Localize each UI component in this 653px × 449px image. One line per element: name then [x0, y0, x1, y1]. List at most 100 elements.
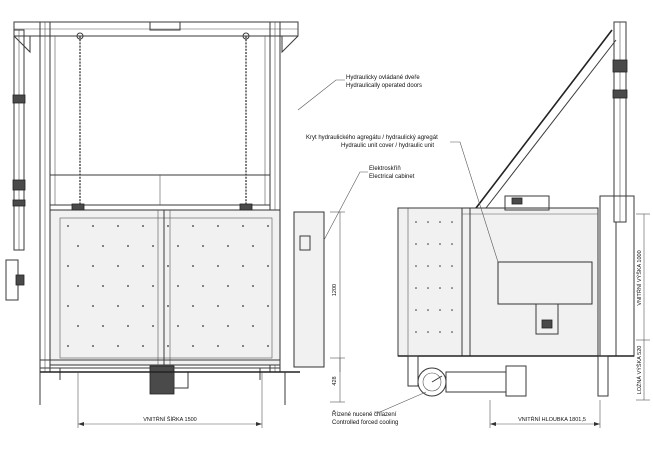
door-lift-arm: [475, 29, 613, 209]
rivet: [252, 325, 254, 327]
hydraulic-unit-cover: [497, 261, 593, 305]
rivet: [252, 285, 254, 287]
callout-doors-cz: Hydraulicky ovládané dveře: [346, 75, 420, 81]
rivet: [451, 265, 453, 267]
rivet: [127, 245, 129, 247]
rivet: [242, 345, 244, 347]
rivet: [167, 345, 169, 347]
rivet: [167, 265, 169, 267]
rivet: [242, 305, 244, 307]
rivet: [177, 285, 179, 287]
rivet: [267, 345, 269, 347]
rivet: [117, 265, 119, 267]
door-rivet-pattern: [67, 225, 269, 347]
rivet: [142, 345, 144, 347]
rivet: [102, 245, 104, 247]
front-view: VNITŘNÍ ŠÍŘKA 1500 1200 428: [5, 21, 345, 428]
rivet: [192, 305, 194, 307]
rivet: [415, 243, 417, 245]
rivet: [227, 245, 229, 247]
rivet: [227, 325, 229, 327]
rivet: [67, 305, 69, 307]
rivet: [439, 331, 441, 333]
rivet: [142, 265, 144, 267]
rivet: [117, 225, 119, 227]
rivet: [439, 287, 441, 289]
rivet: [415, 331, 417, 333]
rivet: [242, 265, 244, 267]
dim-height-1200: 1200: [332, 284, 338, 296]
rivet: [427, 221, 429, 223]
rivet: [439, 265, 441, 267]
rivet: [192, 265, 194, 267]
callout-cooling-en: Controlled forced cooling: [332, 420, 398, 426]
rivet: [202, 245, 204, 247]
rivet: [177, 245, 179, 247]
rivet: [77, 325, 79, 327]
cooling-fan-motor: [149, 365, 175, 395]
rivet: [439, 243, 441, 245]
rivet: [415, 309, 417, 311]
rivet: [92, 345, 94, 347]
rivet: [67, 225, 69, 227]
rivet: [415, 287, 417, 289]
callout-cooling-cz: Řízené nucené chlazení: [332, 410, 397, 418]
rivet: [92, 225, 94, 227]
rivet: [92, 305, 94, 307]
rivet: [77, 285, 79, 287]
rivet: [451, 331, 453, 333]
rivet: [427, 309, 429, 311]
rivet: [217, 225, 219, 227]
rivet: [177, 325, 179, 327]
rivet: [102, 325, 104, 327]
furnace-door: [49, 209, 281, 366]
rivet: [117, 345, 119, 347]
rivet: [267, 265, 269, 267]
callout-cabinet-en: Electrical cabinet: [369, 174, 415, 180]
rivet: [127, 325, 129, 327]
callout-doors-en: Hydraulically operated doors: [346, 83, 422, 89]
rivet: [142, 305, 144, 307]
rivet: [415, 265, 417, 267]
callouts: Hydraulicky ovládané dveře Hydraulically…: [297, 75, 499, 426]
dim-inner-height: VNITŘNÍ VÝŠKA 1000: [635, 250, 643, 305]
rivet: [217, 265, 219, 267]
electrical-cabinet: [293, 211, 325, 368]
rivet: [252, 245, 254, 247]
rivet: [142, 225, 144, 227]
rivet: [127, 285, 129, 287]
dim-inner-width: VNITŘNÍ ŠÍŘKA 1500: [143, 415, 197, 423]
rivet: [427, 287, 429, 289]
rivet: [227, 285, 229, 287]
rivet: [167, 305, 169, 307]
rivet: [451, 309, 453, 311]
rivet: [67, 265, 69, 267]
rivet: [167, 225, 169, 227]
dim-loading-height: LOŽNÁ VÝŠKA 520: [635, 346, 643, 395]
rivet: [267, 225, 269, 227]
dim-height-428: 428: [332, 376, 338, 385]
callout-cover-cz: Kryt hydraulického agregátu / hydraulick…: [306, 135, 438, 141]
rivet: [102, 285, 104, 287]
rivet: [427, 331, 429, 333]
rivet: [439, 309, 441, 311]
rivet: [152, 285, 154, 287]
side-view: VNITŘNÍ HLOUBKA 1801,5 VNITŘNÍ VÝŠKA 100…: [397, 21, 650, 428]
rivet: [152, 245, 154, 247]
dim-inner-depth: VNITŘNÍ HLOUBKA 1801,5: [518, 415, 586, 423]
rivet: [117, 305, 119, 307]
callout-cabinet-cz: Elektroskříň: [369, 166, 401, 172]
rivet: [451, 221, 453, 223]
rivet: [152, 325, 154, 327]
rivet: [202, 285, 204, 287]
rivet: [427, 243, 429, 245]
rivet: [92, 265, 94, 267]
rivet: [267, 305, 269, 307]
rivet: [242, 225, 244, 227]
rivet: [451, 243, 453, 245]
rivet: [451, 287, 453, 289]
rivet: [192, 225, 194, 227]
rivet: [192, 345, 194, 347]
rivet: [217, 345, 219, 347]
